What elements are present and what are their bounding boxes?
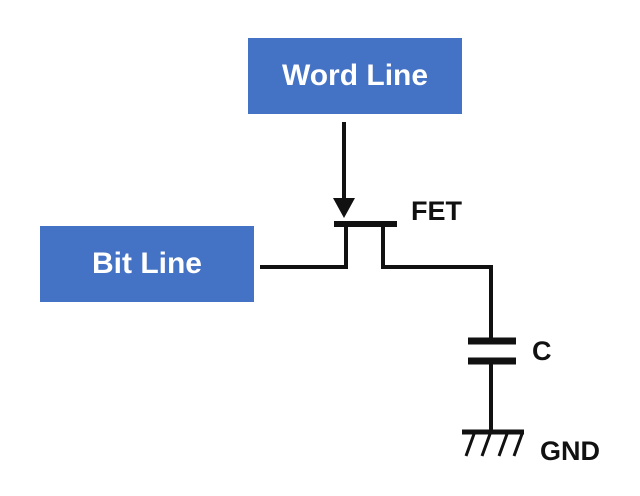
bit-line-box: Bit Line bbox=[40, 226, 254, 302]
word-line-box: Word Line bbox=[248, 38, 462, 114]
capacitor-label: C bbox=[532, 336, 552, 366]
word-line-label: Word Line bbox=[281, 59, 429, 92]
capacitor-symbol-icon bbox=[468, 337, 516, 365]
arrow-down-icon bbox=[333, 122, 355, 218]
bit-line-label: Bit Line bbox=[92, 247, 202, 280]
ground-label: GND bbox=[540, 436, 600, 466]
storage-node-wire bbox=[381, 265, 493, 340]
ground-symbol-icon bbox=[462, 429, 524, 457]
fet-label: FET bbox=[411, 196, 462, 226]
fet-symbol-icon bbox=[334, 221, 397, 268]
